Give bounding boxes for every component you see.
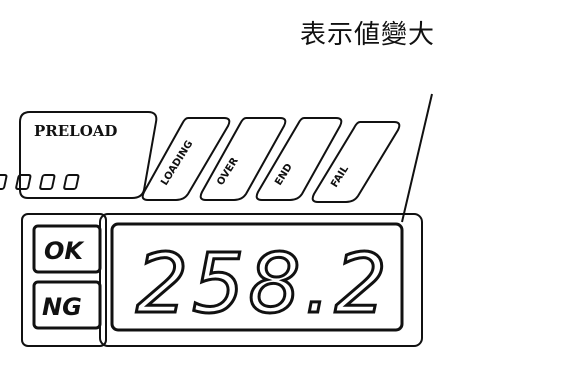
- preload-led: [15, 174, 32, 190]
- preload-frame: [19, 111, 158, 199]
- status-label-loading: LOADING: [159, 139, 195, 188]
- status-label-fail: FAIL: [329, 163, 351, 189]
- preload-leds: [0, 174, 80, 190]
- preload-led: [0, 174, 8, 190]
- preload-led: [39, 174, 56, 190]
- ok-label: OK: [44, 237, 85, 265]
- ng-label: NG: [42, 293, 82, 321]
- caption-title: 表示値變大: [300, 20, 436, 50]
- status-label-end: END: [273, 162, 295, 188]
- preload-label: PRELOAD: [34, 122, 117, 140]
- status-indicator-loading: LOADING: [141, 117, 231, 201]
- preload-led: [63, 174, 80, 190]
- display-bezel: [110, 222, 404, 332]
- status-indicator-end: END: [255, 117, 343, 201]
- okng-frame: [21, 213, 107, 347]
- leader-line: [401, 93, 433, 223]
- display-frame: [99, 213, 423, 347]
- display-value: 258.2: [136, 237, 391, 332]
- status-indicator-over: OVER: [199, 117, 287, 201]
- status-indicator-fail: FAIL: [311, 121, 401, 203]
